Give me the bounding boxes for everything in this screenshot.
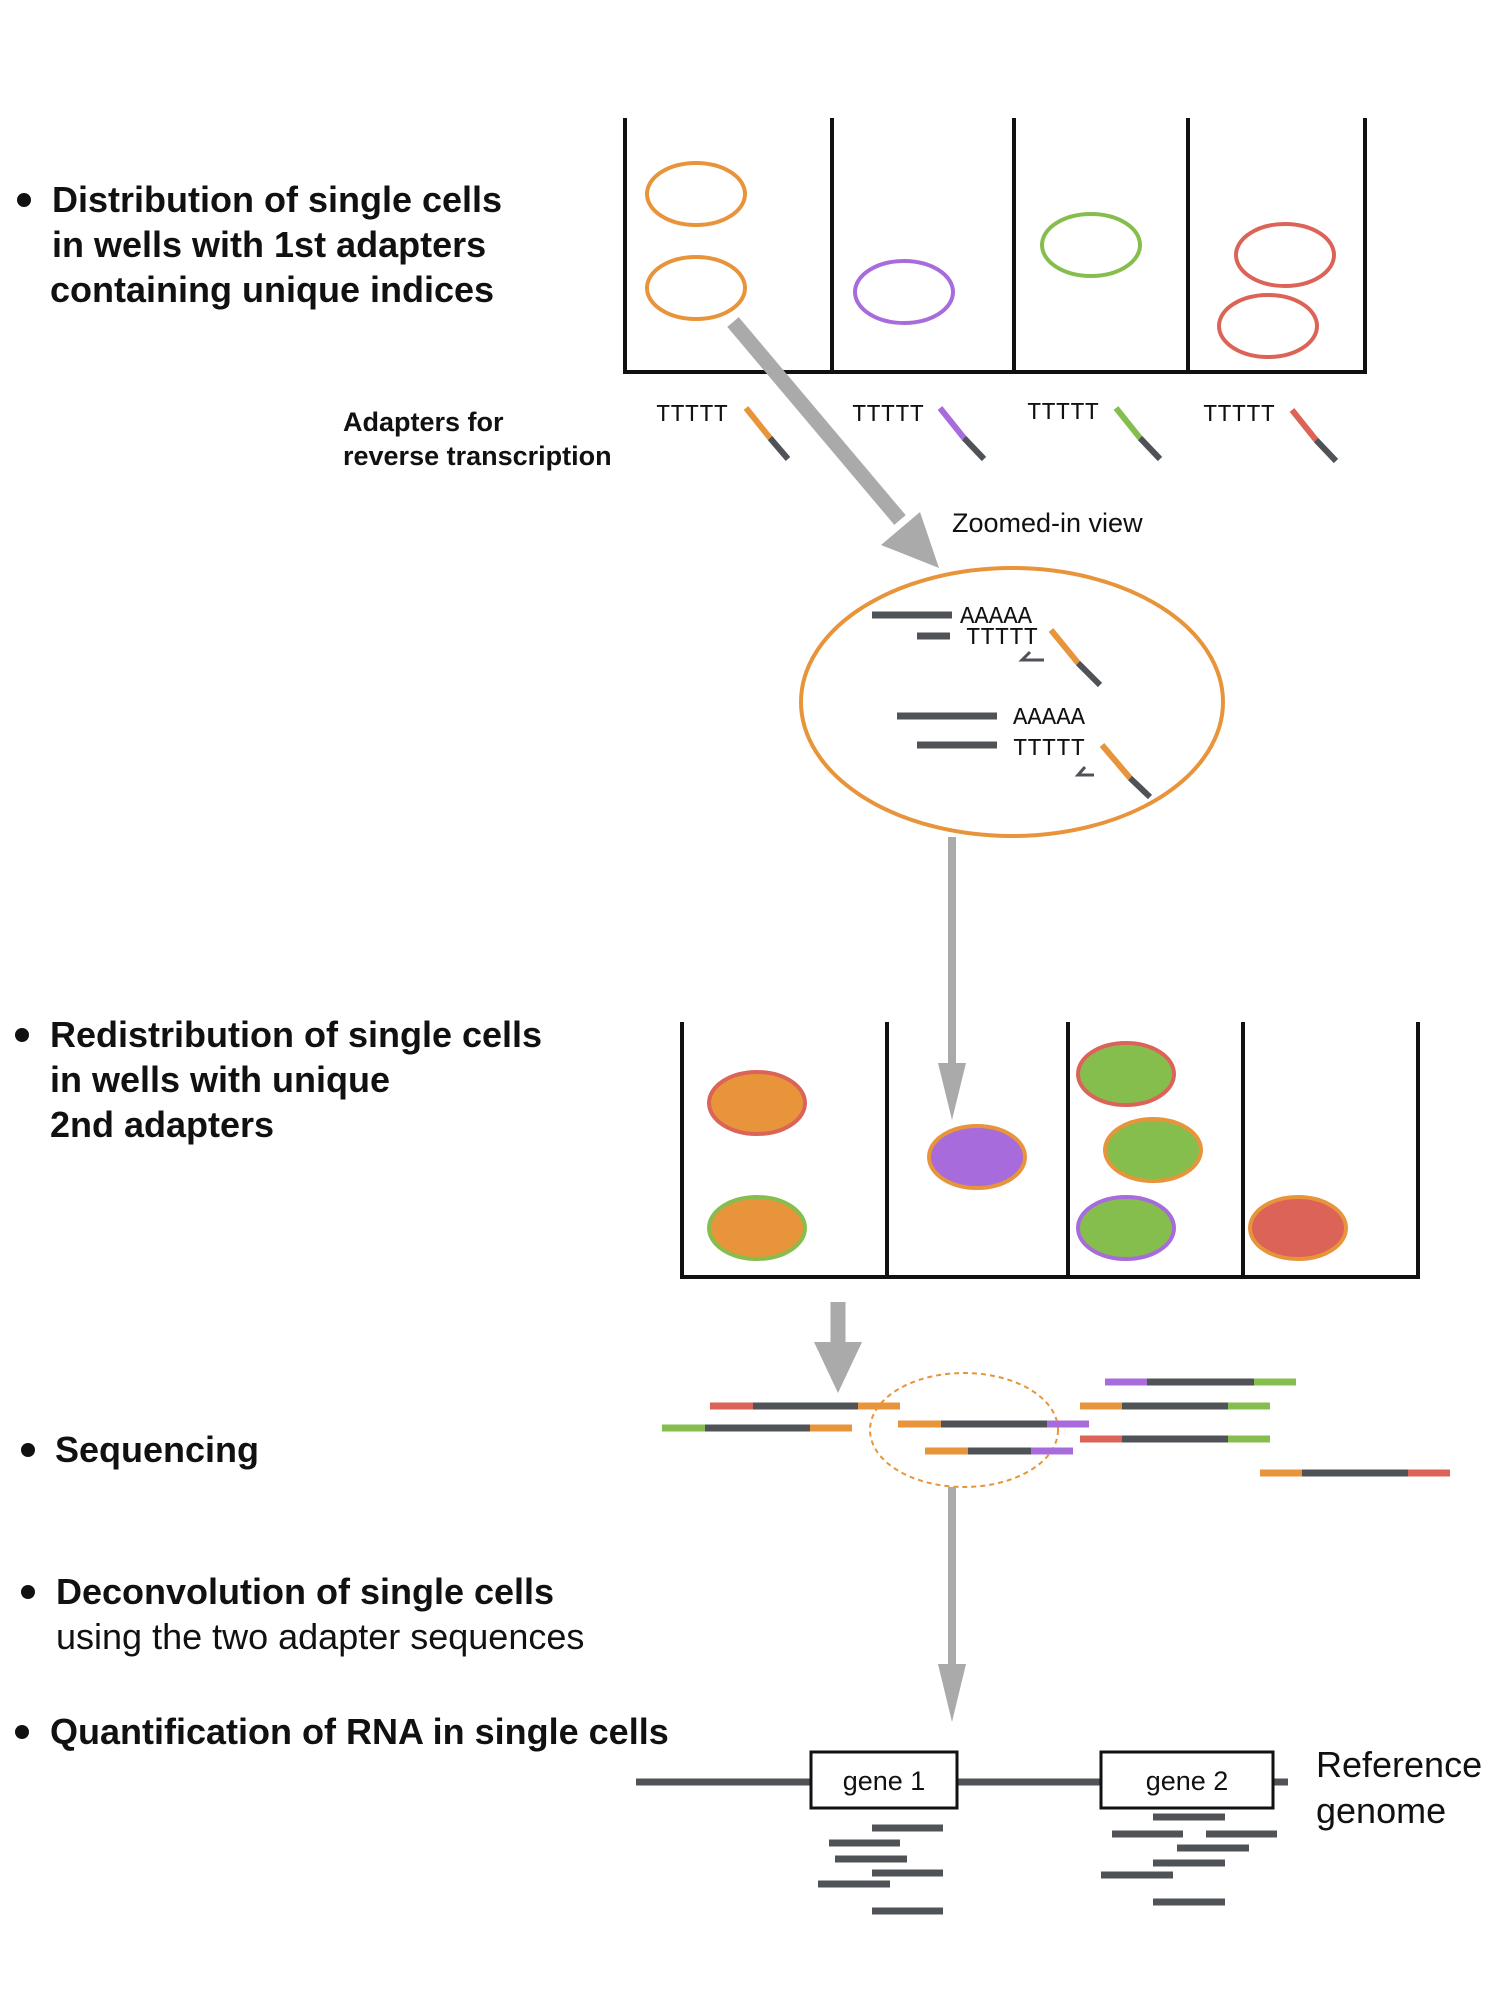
cell-green-purple xyxy=(1076,1195,1176,1261)
bullet xyxy=(17,193,31,207)
step-deconvolution: Deconvolution of single cells using the … xyxy=(21,1571,584,1657)
transcript-1: AAAAA TTTTT xyxy=(872,604,1103,688)
polyt-label: TTTTT xyxy=(1203,402,1275,429)
step-distribution-line-1: Distribution of single cells xyxy=(52,179,502,220)
step-quantification: Quantification of RNA in single cells xyxy=(15,1711,669,1752)
cell-red xyxy=(1217,293,1319,359)
adapter-labels: Adapters for reverse transcription xyxy=(343,407,612,471)
step-redistribution-line-3: 2nd adapters xyxy=(50,1104,274,1145)
reference-label-line-2: genome xyxy=(1316,1790,1446,1831)
plate-1-adapters: TTTTT TTTTT TTTTT TTTTT xyxy=(656,400,1339,464)
arrow-to-reference xyxy=(938,1487,966,1722)
adapters-label-line-2: reverse transcription xyxy=(343,441,612,471)
cell-orange xyxy=(645,255,747,321)
gene-2-label: gene 2 xyxy=(1146,1766,1229,1796)
step-sequencing-label: Sequencing xyxy=(55,1429,259,1470)
polyt-label: TTTTT xyxy=(1027,400,1099,427)
rt-direction-icon xyxy=(1074,766,1094,777)
polya-label: AAAAA xyxy=(1013,705,1086,732)
plate-1 xyxy=(623,118,1367,374)
cell-red-orange xyxy=(1248,1195,1348,1261)
arrow-to-zoom xyxy=(727,317,939,568)
bullet xyxy=(21,1443,35,1457)
zoom-outline xyxy=(799,566,1225,838)
rt-direction-icon xyxy=(1018,650,1044,662)
zoomed-view-label: Zoomed-in view xyxy=(952,508,1143,538)
step-redistribution: Redistribution of single cells in wells … xyxy=(15,1014,542,1145)
cell-green-orange xyxy=(1103,1117,1203,1183)
plate-2 xyxy=(680,1022,1420,1279)
step-distribution-line-3: containing unique indices xyxy=(50,269,494,310)
step-quantification-label: Quantification of RNA in single cells xyxy=(50,1711,669,1752)
cell-orange xyxy=(645,161,747,227)
adapter-orange: TTTTT xyxy=(656,402,791,461)
reference-label-line-1: Reference xyxy=(1316,1744,1482,1785)
bullet xyxy=(21,1585,35,1599)
plate-1-cells xyxy=(645,161,1336,359)
selected-cell-reads-outline xyxy=(869,1372,1059,1488)
step-distribution-line-2: in wells with 1st adapters xyxy=(52,224,486,265)
zoomed-cell: AAAAA TTTTT AAAAA TTTTT xyxy=(799,566,1225,838)
cell-orange-red xyxy=(707,1070,807,1136)
polya-label: AAAAA xyxy=(960,604,1033,631)
cell-purple xyxy=(853,259,955,325)
arrow-to-plate-2 xyxy=(938,837,966,1120)
gene-1-label: gene 1 xyxy=(843,1766,926,1796)
gene-1-box: gene 1 xyxy=(809,1750,959,1810)
cell-purple-orange xyxy=(927,1124,1027,1190)
step-deconvolution-line-2: using the two adapter sequences xyxy=(56,1616,584,1657)
adapter-red: TTTTT xyxy=(1203,402,1339,464)
cell-green-red xyxy=(1076,1041,1176,1107)
mapped-reads-gene-1 xyxy=(818,1824,943,1915)
polyt-label: TTTTT xyxy=(656,402,728,429)
mapped-reads-gene-2 xyxy=(1101,1813,1277,1906)
polyt-label: TTTTT xyxy=(852,402,924,429)
transcript-2: AAAAA TTTTT xyxy=(897,705,1153,800)
step-redistribution-line-2: in wells with unique xyxy=(50,1059,390,1100)
step-sequencing: Sequencing xyxy=(21,1429,259,1470)
gene-2-box: gene 2 xyxy=(1099,1750,1275,1810)
bullet xyxy=(15,1028,29,1042)
adapter-purple: TTTTT xyxy=(852,402,987,462)
adapters-label-line-1: Adapters for xyxy=(343,407,504,437)
sequencing-reads xyxy=(662,1372,1450,1488)
cell-red xyxy=(1234,222,1336,288)
cell-orange-green xyxy=(707,1195,807,1261)
adapter-green: TTTTT xyxy=(1027,400,1163,462)
reference-genome: gene 1 gene 2 Reference genome xyxy=(636,1744,1482,1915)
step-deconvolution-line-1: Deconvolution of single cells xyxy=(56,1571,554,1612)
cell-green xyxy=(1040,212,1142,278)
step-distribution: Distribution of single cells in wells wi… xyxy=(17,179,502,310)
arrow-to-sequencing xyxy=(814,1302,862,1393)
polyt-label: TTTTT xyxy=(1013,736,1085,763)
plate-2-cells xyxy=(707,1041,1348,1261)
polyt-label: TTTTT xyxy=(966,625,1038,652)
step-redistribution-line-1: Redistribution of single cells xyxy=(50,1014,542,1055)
bullet xyxy=(15,1725,29,1739)
